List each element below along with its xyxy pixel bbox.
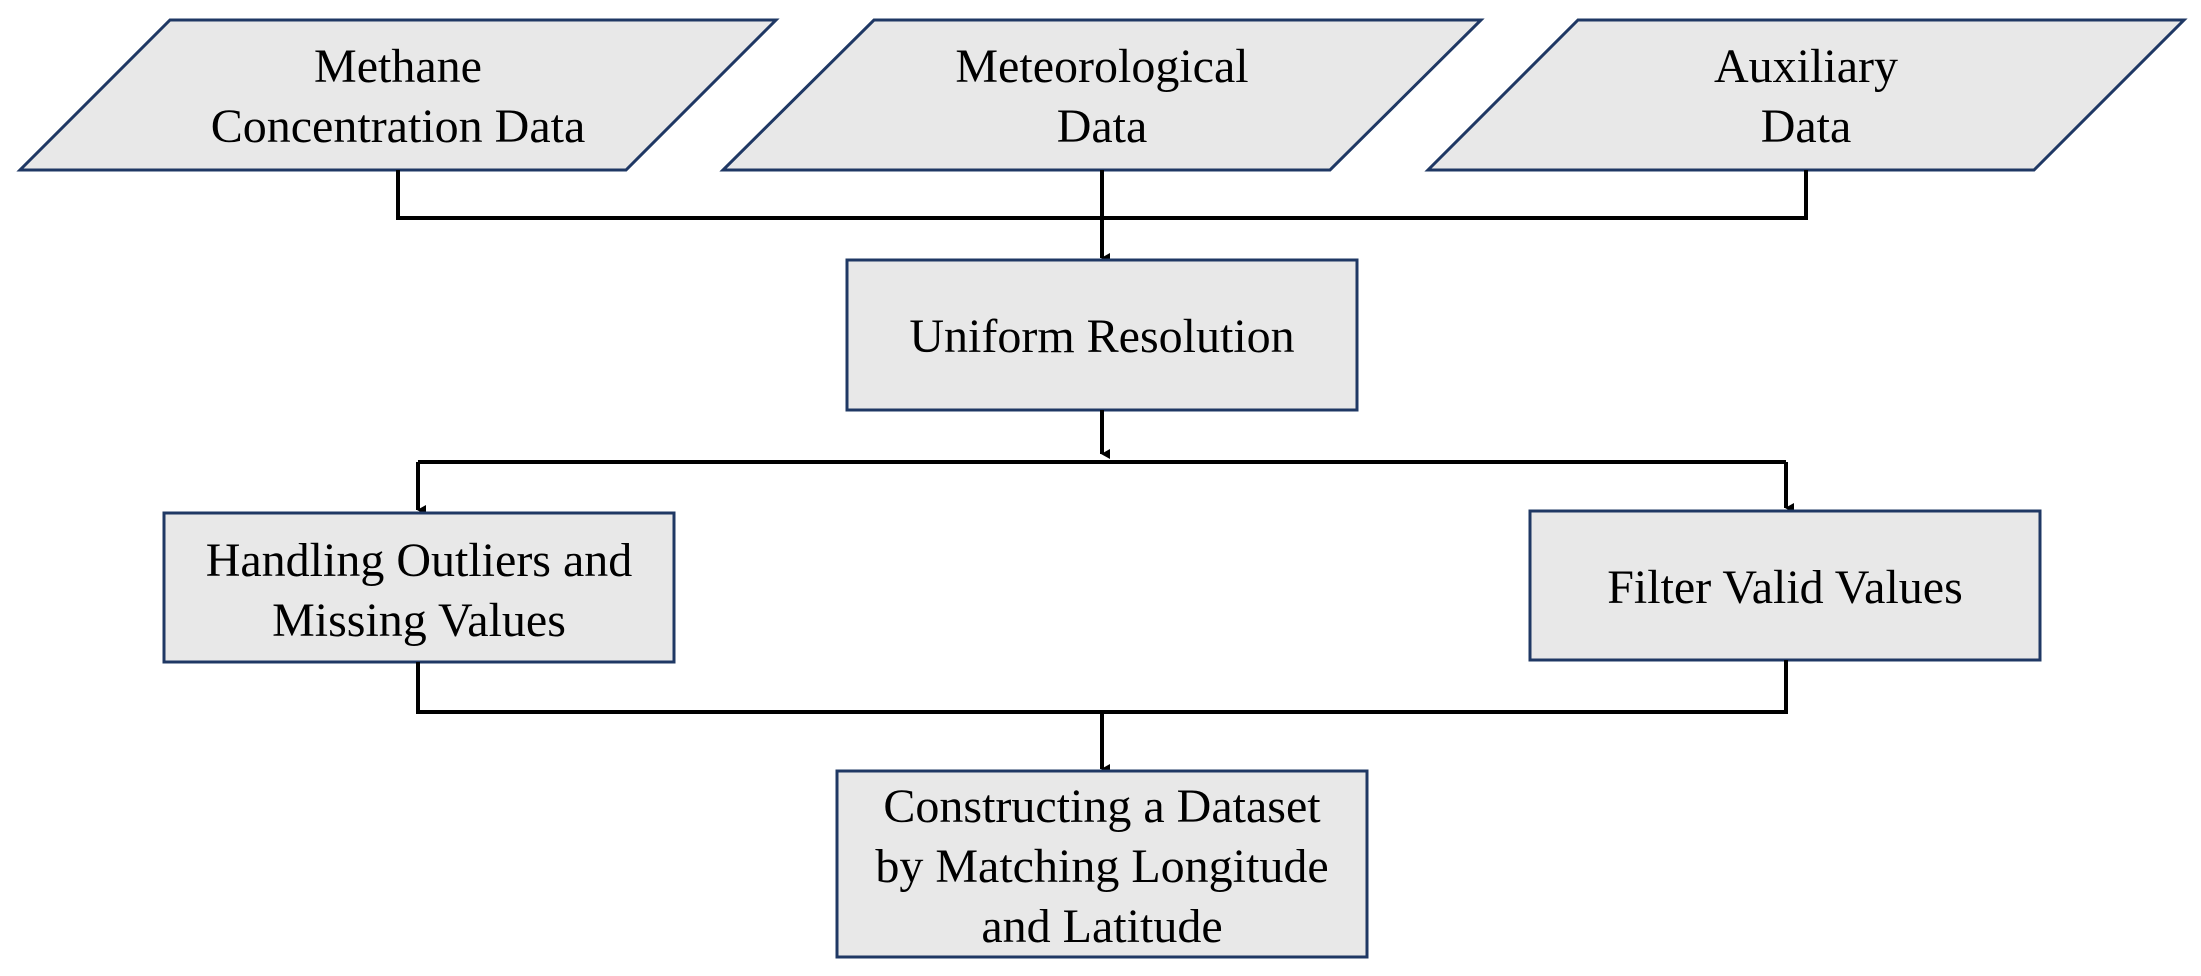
input-methane-label-line1: Methane bbox=[314, 40, 482, 93]
connector-uniform-to-split bbox=[416, 410, 1794, 515]
constructing-dataset-label-line1: Constructing a Dataset bbox=[883, 780, 1321, 833]
input-meteorological-shape bbox=[719, 18, 1485, 172]
constructing-dataset-shape bbox=[835, 769, 1369, 959]
uniform-resolution-label: Uniform Resolution bbox=[909, 310, 1294, 363]
uniform-resolution-box: Uniform Resolution bbox=[845, 258, 1359, 412]
connector-merge-bar bbox=[416, 660, 1788, 714]
input-auxiliary-data: Auxiliary Data bbox=[1424, 18, 2188, 172]
filter-valid-values-box: Filter Valid Values bbox=[1528, 509, 2042, 662]
input-methane-concentration-data: Methane Concentration Data bbox=[16, 18, 780, 172]
handling-outliers-shape bbox=[162, 511, 676, 664]
constructing-dataset-box: Constructing a Dataset by Matching Longi… bbox=[835, 769, 1369, 959]
constructing-dataset-label-line3: and Latitude bbox=[981, 900, 1222, 953]
filter-valid-values-label: Filter Valid Values bbox=[1607, 561, 1963, 614]
input-methane-label-line2: Concentration Data bbox=[211, 100, 586, 153]
constructing-dataset-label-line2: by Matching Longitude bbox=[875, 840, 1328, 893]
input-auxiliary-label-line1: Auxiliary bbox=[1714, 40, 1898, 93]
input-auxiliary-label-line2: Data bbox=[1761, 100, 1852, 153]
connector-inputs-to-uniform bbox=[396, 170, 1808, 263]
filter-valid-values-shape bbox=[1528, 509, 2042, 662]
connector-merge-to-dataset bbox=[416, 660, 1788, 774]
input-meteorological-label-line1: Meteorological bbox=[955, 40, 1248, 93]
input-methane-shape bbox=[16, 18, 780, 172]
input-meteorological-label-line2: Data bbox=[1057, 100, 1148, 153]
input-meteorological-data: Meteorological Data bbox=[719, 18, 1485, 172]
handling-outliers-label-line1: Handling Outliers and bbox=[206, 534, 633, 587]
handling-outliers-label-line2: Missing Values bbox=[272, 594, 566, 647]
uniform-resolution-shape bbox=[845, 258, 1359, 412]
handling-outliers-box: Handling Outliers and Missing Values bbox=[162, 511, 676, 664]
input-auxiliary-shape bbox=[1424, 18, 2188, 172]
